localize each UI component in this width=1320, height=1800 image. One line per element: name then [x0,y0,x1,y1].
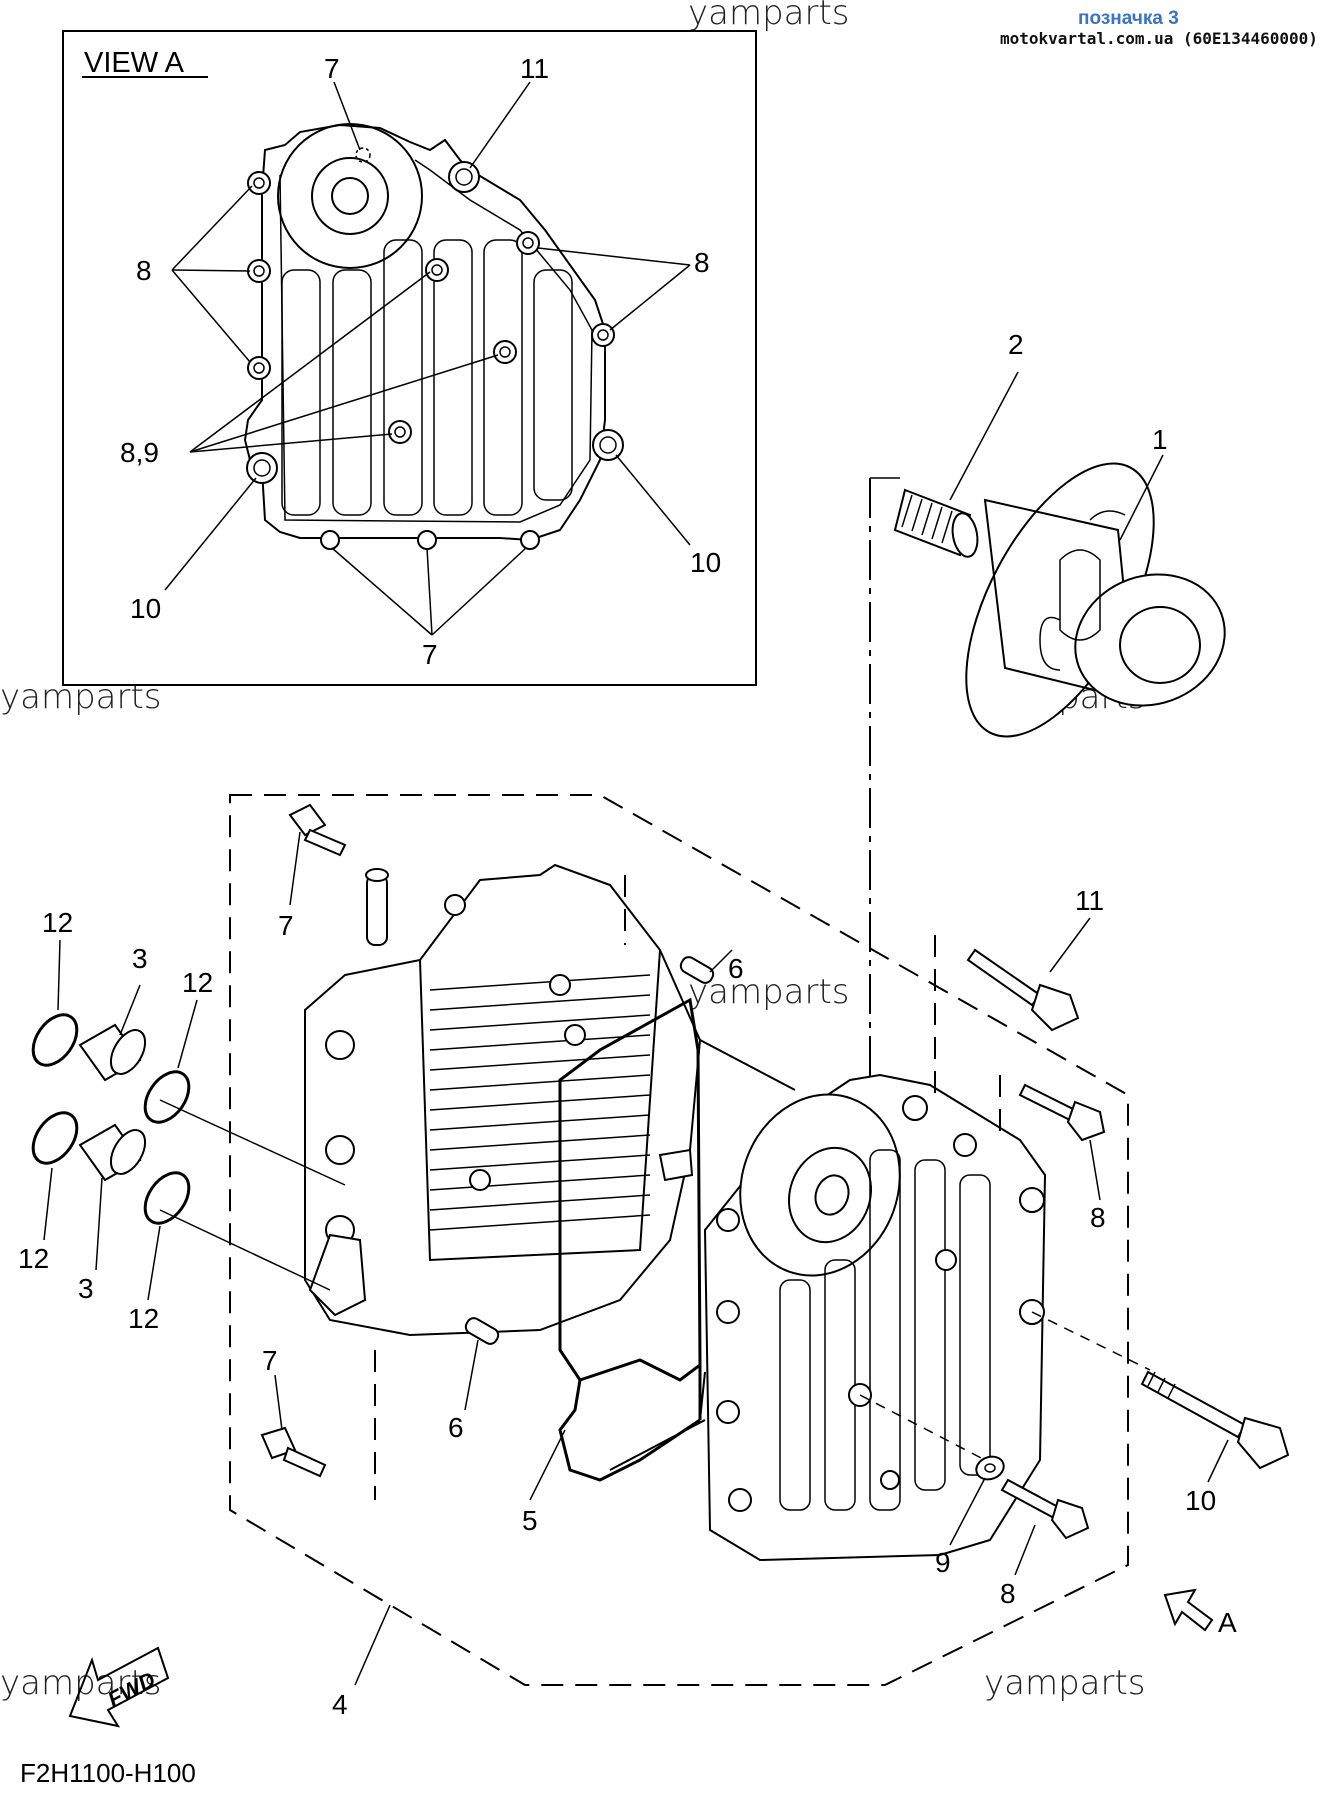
oil-cooler-body [304,863,702,1337]
callout-5: 5 [522,1505,538,1536]
callout-9: 9 [935,1547,951,1578]
view-a-arrow-icon [1163,1588,1214,1632]
callout-4: 4 [332,1689,348,1720]
gasket-guide-top [699,1039,796,1091]
view-a-cover-inner [279,159,593,523]
watermark-bottom-right: yamparts [984,1663,1146,1703]
callout-8-bottom: 8 [1000,1578,1016,1609]
guide-washer-9 [859,1394,986,1461]
view-a-callout-10-right: 10 [690,547,721,578]
callout-8-top: 8 [1090,1202,1106,1233]
washer-9 [975,1455,1005,1481]
view-a-ribs [281,239,573,516]
view-a-arrow-label: A [1218,1607,1237,1638]
fwd-arrow-icon [68,1646,170,1728]
view-a-filter-boss-bore [331,177,369,215]
callout-7-bottom: 7 [262,1345,278,1376]
union-bolt [893,488,979,558]
bolt-10 [1140,1370,1290,1470]
oil-cooler-lower-boss [308,1233,367,1317]
view-a-hidden-pin [355,147,371,163]
view-a-callout-7-top: 7 [324,53,340,84]
view-a-arrow: A [1163,1588,1237,1638]
callout-3-bottom: 3 [78,1273,94,1304]
gasket-guide-mid [699,1371,706,1421]
callout-12-bottom-left: 12 [18,1243,49,1274]
view-a-filter-boss [277,123,423,269]
callout-7-top: 7 [278,910,294,941]
guide-lower-seal [159,1209,331,1291]
oil-cooler-cover [703,1073,1047,1562]
callout-3-top: 3 [132,943,148,974]
oil-cooler-water-pipe [365,868,389,946]
watermark-left: yamparts [0,677,162,717]
view-a-filter-boss-ring [311,157,389,235]
collars [78,1023,147,1182]
oil-cooler-outlet [658,1148,694,1182]
view-a-callout-8-9: 8,9 [120,437,159,468]
view-a-cover-outline [243,123,606,542]
callout-10: 10 [1185,1485,1216,1516]
guide-upper-seal [159,1099,346,1186]
reference-site: motokvartal.com.ua (60E134460000) [1000,29,1318,48]
guide-bolt-10 [1031,1311,1151,1371]
view-a-bolt-holes [246,161,624,550]
callout-1: 1 [1152,424,1168,455]
o-rings [31,1013,191,1225]
view-a-frame [62,30,757,686]
watermark-center: yamparts [688,972,850,1012]
callout-12-top-left: 12 [42,907,73,938]
bolt-7-top [288,803,347,857]
view-a-inset: VIEW A [62,30,757,686]
oil-cooler-cover-ribs [779,1149,991,1511]
reference-label: позначка 3 [1078,8,1179,29]
main-leaders [43,371,1229,1686]
view-a-callout-8-left: 8 [136,255,152,286]
callout-12-bottom-right: 12 [128,1303,159,1334]
view-a-callout-10-left: 10 [130,593,161,624]
dowel-pin-bottom [464,1317,500,1345]
callout-2: 2 [1008,329,1024,360]
oil-filter [965,462,1226,738]
dowel-pin-top [679,956,715,984]
gasket-guide-bottom [609,1419,706,1471]
bolt-8-top [1018,1083,1106,1142]
callout-6-top: 6 [728,953,744,984]
callout-11: 11 [1075,885,1104,916]
callout-6-bottom: 6 [448,1412,464,1443]
bolt-8-bottom [1000,1478,1090,1540]
watermark-top: yamparts [688,0,850,33]
view-a-callout-7-bottom: 7 [422,639,438,670]
diagram-code: F2H1100-H100 [20,1758,196,1788]
gasket [558,997,702,1482]
oil-cooler-fins [429,974,651,1231]
callout-12-top-right: 12 [182,967,213,998]
view-a-leaders [164,81,691,636]
oil-filter-flutes [1039,510,1126,671]
view-a-title: VIEW A [84,47,185,79]
bolt-11 [966,948,1080,1032]
bolt-7-bottom [260,1426,327,1478]
view-a-callout-8-right: 8 [694,247,710,278]
assembly-boundary [229,794,1129,1686]
view-a-callout-11: 11 [520,53,549,84]
